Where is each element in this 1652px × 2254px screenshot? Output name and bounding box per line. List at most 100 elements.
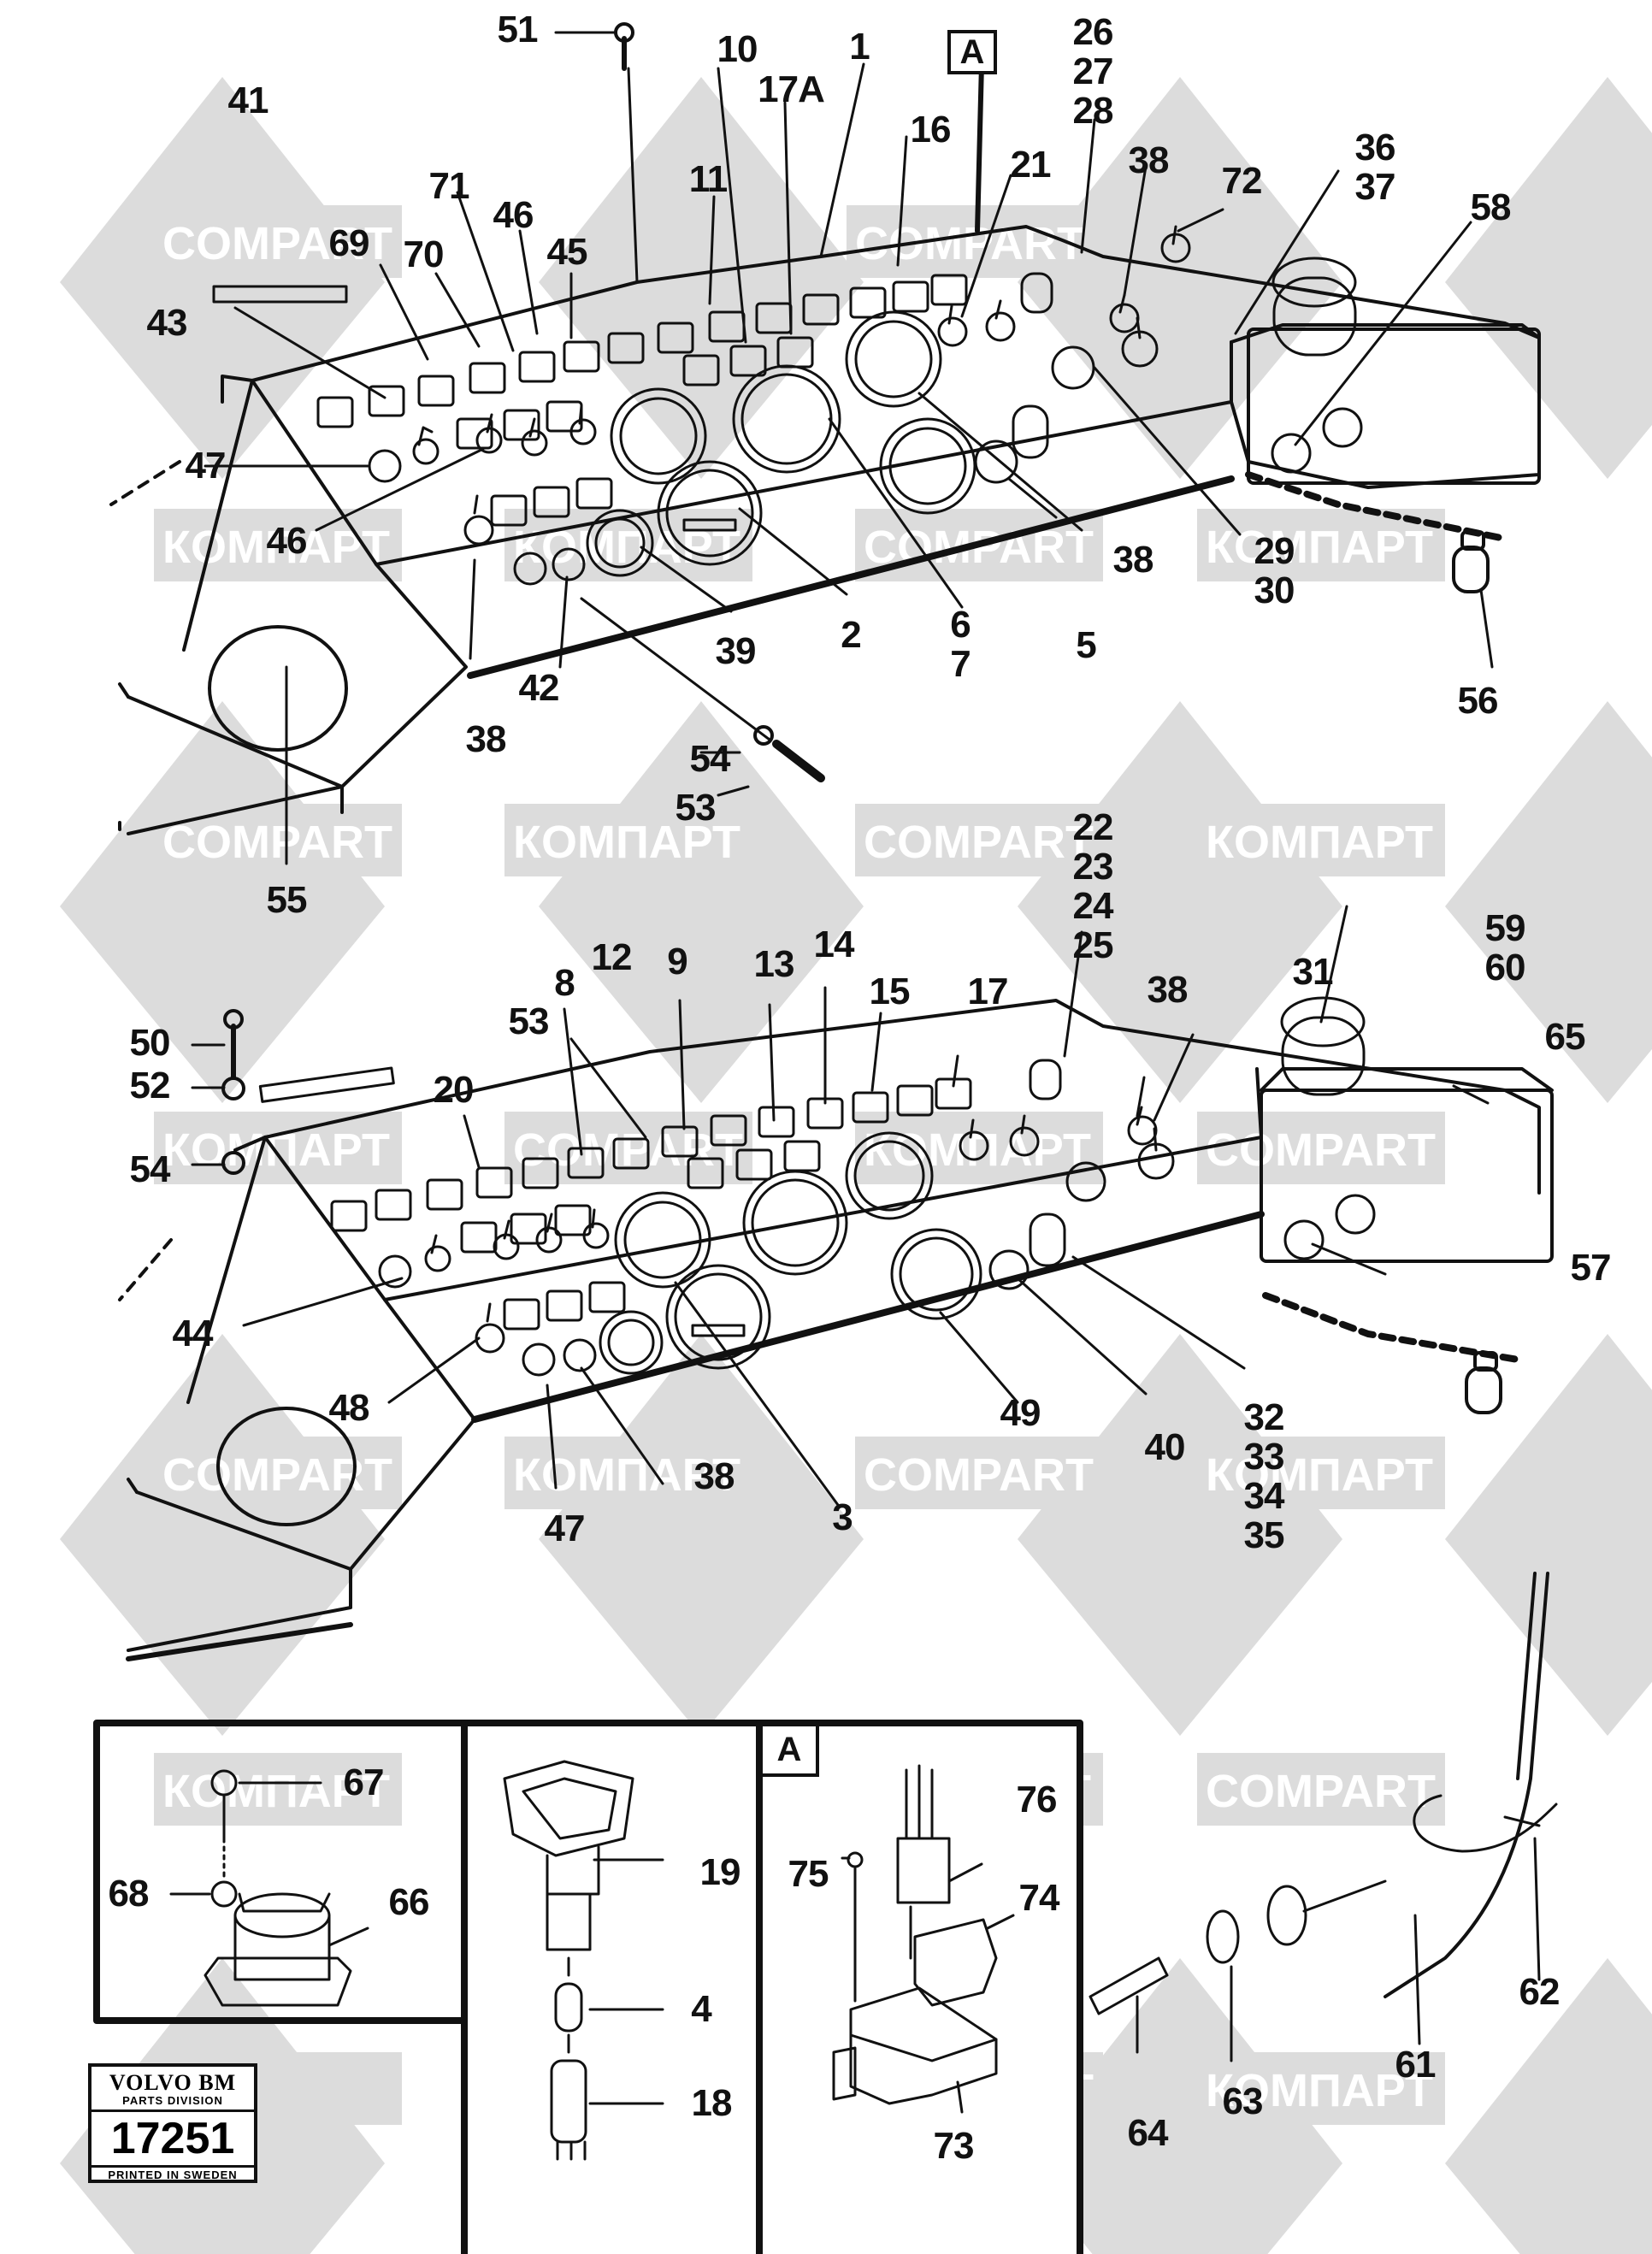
callout-44: 44 — [172, 1313, 214, 1354]
lower-switch-row — [330, 1077, 972, 1331]
callout-1: 1 — [849, 26, 870, 68]
callout-38-lower-left: 38 — [693, 1455, 735, 1497]
watermark-text: КОМПАРТ — [1206, 522, 1433, 573]
callout-46-lower: 46 — [266, 520, 308, 562]
watermark-text: КОМПАРТ — [1206, 2065, 1433, 2116]
callout-68: 68 — [108, 1873, 150, 1915]
callout-2: 2 — [841, 614, 862, 656]
lower-left-wing-gauge — [216, 1407, 357, 1526]
callout-67: 67 — [343, 1761, 385, 1803]
callout-38-upper-right: 38 — [1128, 139, 1170, 181]
callout-60: 60 — [1484, 947, 1526, 988]
callout-6: 6 — [950, 604, 971, 646]
callout-57: 57 — [1570, 1247, 1612, 1289]
callout-12: 12 — [591, 936, 633, 978]
inset-19-parts — [503, 1760, 634, 2161]
dash-line — [118, 1238, 173, 1301]
callout-20: 20 — [433, 1069, 475, 1111]
callout-25: 25 — [1072, 924, 1114, 966]
callout-51: 51 — [497, 9, 539, 50]
callout-34: 34 — [1243, 1475, 1285, 1517]
callout-17a: 17A — [758, 68, 825, 110]
callout-38-upper-mid: 38 — [1112, 539, 1154, 581]
callout-38-upper-left: 38 — [465, 718, 507, 760]
upper-right-box-front — [1247, 327, 1541, 485]
upper-panel-bottom-edge — [467, 475, 1235, 679]
lower-leader-lines — [191, 905, 1490, 1507]
lower-right-box-top — [1260, 1067, 1554, 1092]
callout-41: 41 — [227, 80, 269, 121]
callout-63: 63 — [1222, 2080, 1264, 2122]
lower-panel-bottom-edge — [471, 1211, 1265, 1423]
volvo-bm-parts-badge: VOLVO BM PARTS DIVISION 17251 PRINTED IN… — [88, 2063, 257, 2183]
lower-panel-left-wing — [135, 1136, 476, 1571]
callout-38-lower-right: 38 — [1147, 969, 1189, 1011]
callout-19: 19 — [699, 1851, 741, 1893]
watermark-text: COMPART — [162, 218, 392, 269]
callout-39: 39 — [715, 630, 757, 672]
callout-71: 71 — [428, 165, 470, 207]
callout-31: 31 — [1292, 951, 1334, 993]
callout-28: 28 — [1072, 90, 1114, 132]
callout-53-upper: 53 — [675, 787, 717, 829]
callout-61: 61 — [1395, 2044, 1437, 2086]
callout-74: 74 — [1018, 1877, 1060, 1919]
callout-22: 22 — [1072, 806, 1114, 848]
callout-9: 9 — [667, 941, 688, 982]
upper-panel-front-face — [251, 340, 1233, 566]
upper-toggle-switches — [412, 225, 1191, 546]
watermark-text: COMPART — [162, 817, 392, 868]
callout-55: 55 — [266, 879, 308, 921]
callout-50: 50 — [129, 1022, 171, 1064]
callout-75: 75 — [788, 1853, 829, 1895]
callout-13: 13 — [753, 943, 795, 985]
lower-panel-top-edge — [263, 999, 1541, 1195]
callout-56: 56 — [1457, 680, 1499, 722]
watermark-text: COMPART — [864, 817, 1094, 868]
upper-panel-left-wing-lower — [118, 682, 344, 835]
callout-73: 73 — [933, 2125, 975, 2167]
upper-hardware — [212, 22, 1490, 782]
watermark-text: КОМПАРТ — [513, 817, 740, 868]
watermark-text: COMPART — [855, 218, 1085, 269]
callout-33: 33 — [1243, 1436, 1285, 1478]
inset-66-parts — [204, 1769, 352, 2007]
speedo-fittings — [1089, 1794, 1558, 2015]
callout-36: 36 — [1354, 127, 1396, 168]
callout-4: 4 — [691, 1988, 712, 2030]
callout-40: 40 — [1144, 1426, 1186, 1468]
inset-A-parts — [832, 1764, 998, 2105]
badge-footer: PRINTED IN SWEDEN — [108, 2168, 238, 2181]
detail-marker-a-inset: A — [763, 1726, 819, 1777]
callout-18: 18 — [691, 2082, 733, 2124]
watermark-text: КОМПАРТ — [1206, 1449, 1433, 1501]
dash-line — [126, 1622, 353, 1661]
lower-toggle-switches — [424, 1106, 1175, 1354]
callout-66: 66 — [388, 1881, 430, 1923]
callout-45: 45 — [546, 231, 588, 273]
badge-division: PARTS DIVISION — [91, 2094, 254, 2112]
callout-65: 65 — [1544, 1016, 1586, 1058]
callout-37: 37 — [1354, 166, 1396, 208]
callout-54-lower: 54 — [129, 1148, 171, 1190]
callout-59: 59 — [1484, 907, 1526, 949]
watermark-banner — [154, 205, 1652, 2125]
callout-23: 23 — [1072, 846, 1114, 888]
connector-dashed-cable — [1262, 1292, 1521, 1363]
upper-gauges — [368, 257, 1363, 586]
callout-21: 21 — [1010, 144, 1052, 186]
callout-15: 15 — [869, 971, 911, 1012]
callout-7: 7 — [950, 643, 971, 685]
callout-35: 35 — [1243, 1514, 1285, 1556]
inset-frames — [93, 1720, 1083, 2254]
watermark-text: COMPART — [1206, 1766, 1436, 1817]
badge-brand: VOLVO BM — [109, 2070, 237, 2095]
